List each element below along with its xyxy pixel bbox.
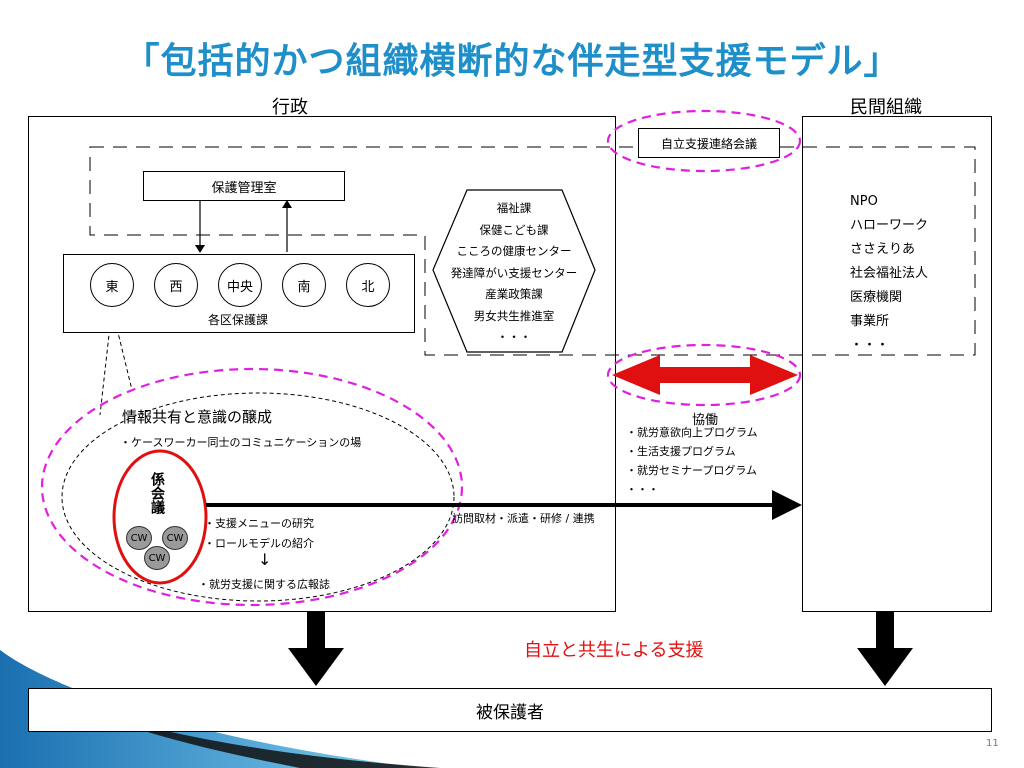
program-item: ・就労セミナープログラム [626,464,758,477]
program-item: ・・・ [626,483,659,496]
ward-minami: 南 [282,263,326,307]
kakari-red-ellipse [112,449,208,585]
org-item: NPO [850,194,878,209]
dept-item: こころの健康センター [456,244,572,258]
activities-list: ・支援メニューの研究 ・ロールモデルの紹介 [204,514,314,554]
activity-item: ・ロールモデルの紹介 [204,537,314,550]
info-inner-ellipse [61,392,455,602]
org-item: ハローワーク [850,218,929,233]
ward-kita: 北 [346,263,390,307]
org-item: ささえりあ [850,242,916,257]
kyodo-magenta-ellipse [606,343,802,407]
info-magenta-ellipse [40,367,464,607]
private-orgs-list: NPO ハローワーク ささえりあ 社会福祉法人 医療機関 事業所 ・・・ [850,190,928,358]
info-title: 情報共有と意識の醸成 [122,408,273,426]
arrow-label: 訪問取材・派遣・研修 / 連携 [452,512,595,525]
ward-caption: 各区保護課 [207,313,268,327]
ward-chuo: 中央 [218,263,262,307]
dept-item: 男女共生推進室 [473,308,555,323]
hogo-office-label: 保護管理室 [211,180,277,196]
dept-item: 発達障がい支援センター [450,265,578,280]
recipient-label: 被保護者 [476,702,544,723]
slide-title: 「包括的かつ組織横断的な伴走型支援モデル」 [123,41,901,82]
activity-item: ・支援メニューの研究 [204,517,314,530]
dept-item: 保健こども課 [479,222,549,237]
network-dashed-border [89,146,976,356]
pr-item: ・就労支援に関する広報誌 [198,578,330,591]
hogo-office-box: 保護管理室 [143,171,345,201]
program-item: ・就労意欲向上プログラム [626,426,758,439]
recipient-box: 被保護者 [28,688,992,732]
private-label: 民間組織 [850,97,922,118]
cw-circle: CW [126,526,152,550]
council-magenta-ellipse [606,109,802,173]
support-label: 自立と共生による支援 [524,640,704,661]
page-number: 11 [986,738,999,749]
cw-circle: CW [144,546,170,570]
org-item: 事業所 [850,314,890,329]
dept-item: 産業政策課 [485,287,543,301]
dept-item: 福祉課 [496,201,532,215]
cw-circle: CW [162,526,188,550]
gov-label: 行政 [272,97,308,118]
kyodo-double-arrow [612,355,798,395]
dept-item: ・・・ [496,330,532,344]
departments-hexagon [432,189,596,353]
programs-list: ・就労意欲向上プログラム ・生活支援プログラム ・就労セミナープログラム ・・・ [626,423,758,499]
org-item: ・・・ [850,338,890,353]
ward-higashi: 東 [90,263,134,307]
down-arrow-glyph: ↓ [258,550,272,569]
kyodo-label: 協働 [692,413,719,428]
info-bullet: ・ケースワーカー同士のコミュニケーションの場 [120,436,362,449]
program-item: ・生活支援プログラム [626,445,736,458]
departments-list: 福祉課 保健こども課 こころの健康センター 発達障がい支援センター 産業政策課 … [430,198,598,349]
ward-nishi: 西 [154,263,198,307]
org-item: 医療機関 [850,290,903,305]
council-label: 自立支援連絡会議 [660,136,757,151]
private-box [802,116,992,612]
kakari-label: 係会議 [149,472,165,514]
org-item: 社会福祉法人 [850,266,929,281]
council-box: 自立支援連絡会議 [638,128,780,158]
